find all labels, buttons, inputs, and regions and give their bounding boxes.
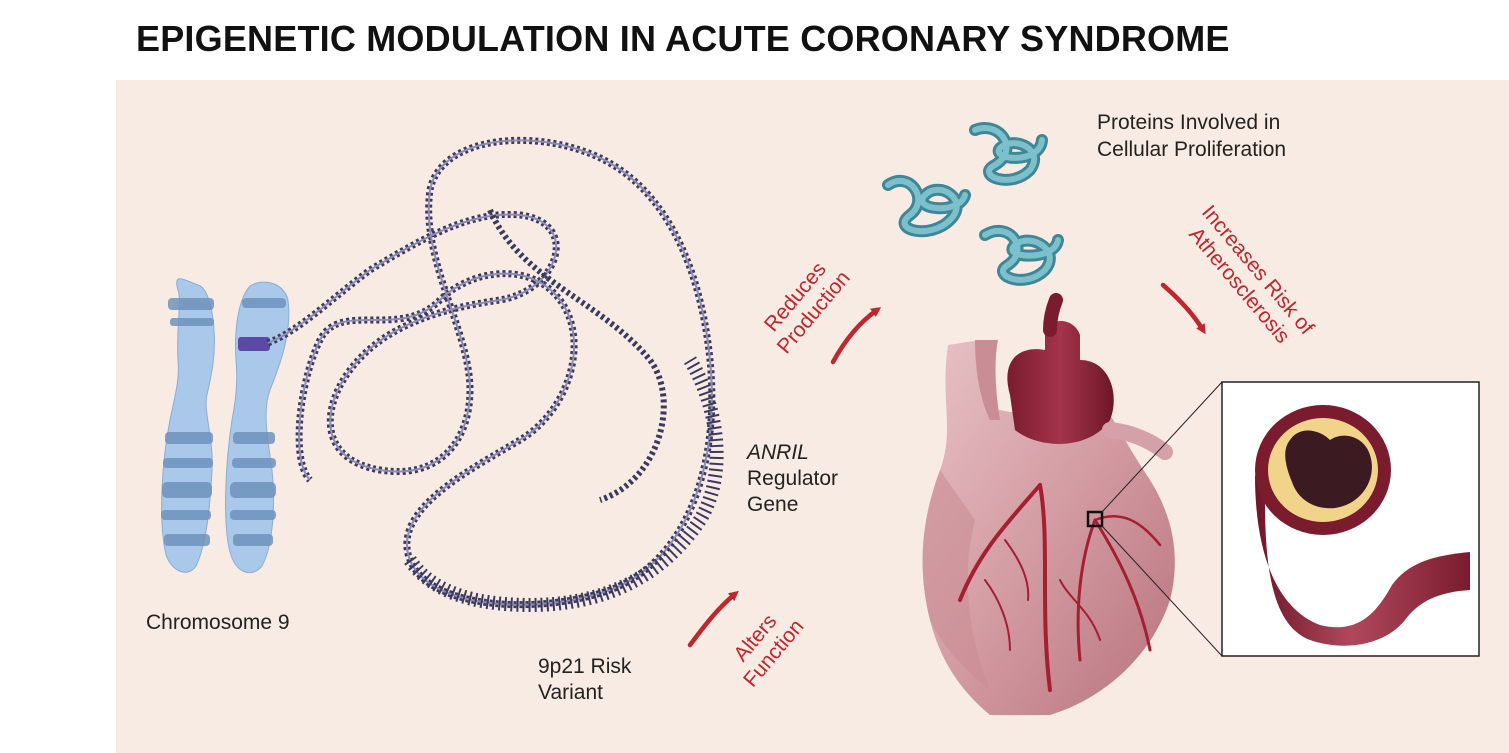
risk-variant-label: 9p21 Risk Variant [538,655,632,704]
chromosome-icon [161,278,290,574]
artery-cross-section-icon [1221,381,1480,657]
anril-gene-name: ANRIL [747,441,809,464]
page-title: EPIGENETIC MODULATION IN ACUTE CORONARY … [136,18,1230,59]
dna-strand-icon [266,136,724,613]
chromosome-label: Chromosome 9 [146,611,290,634]
protein-icon [882,122,1064,286]
anril-label: ANRIL Regulator Gene [747,441,839,516]
proteins-label: Proteins Involved in Cellular Proliferat… [1097,111,1287,161]
arrow-icon [687,282,1206,648]
heart-icon [922,293,1223,715]
